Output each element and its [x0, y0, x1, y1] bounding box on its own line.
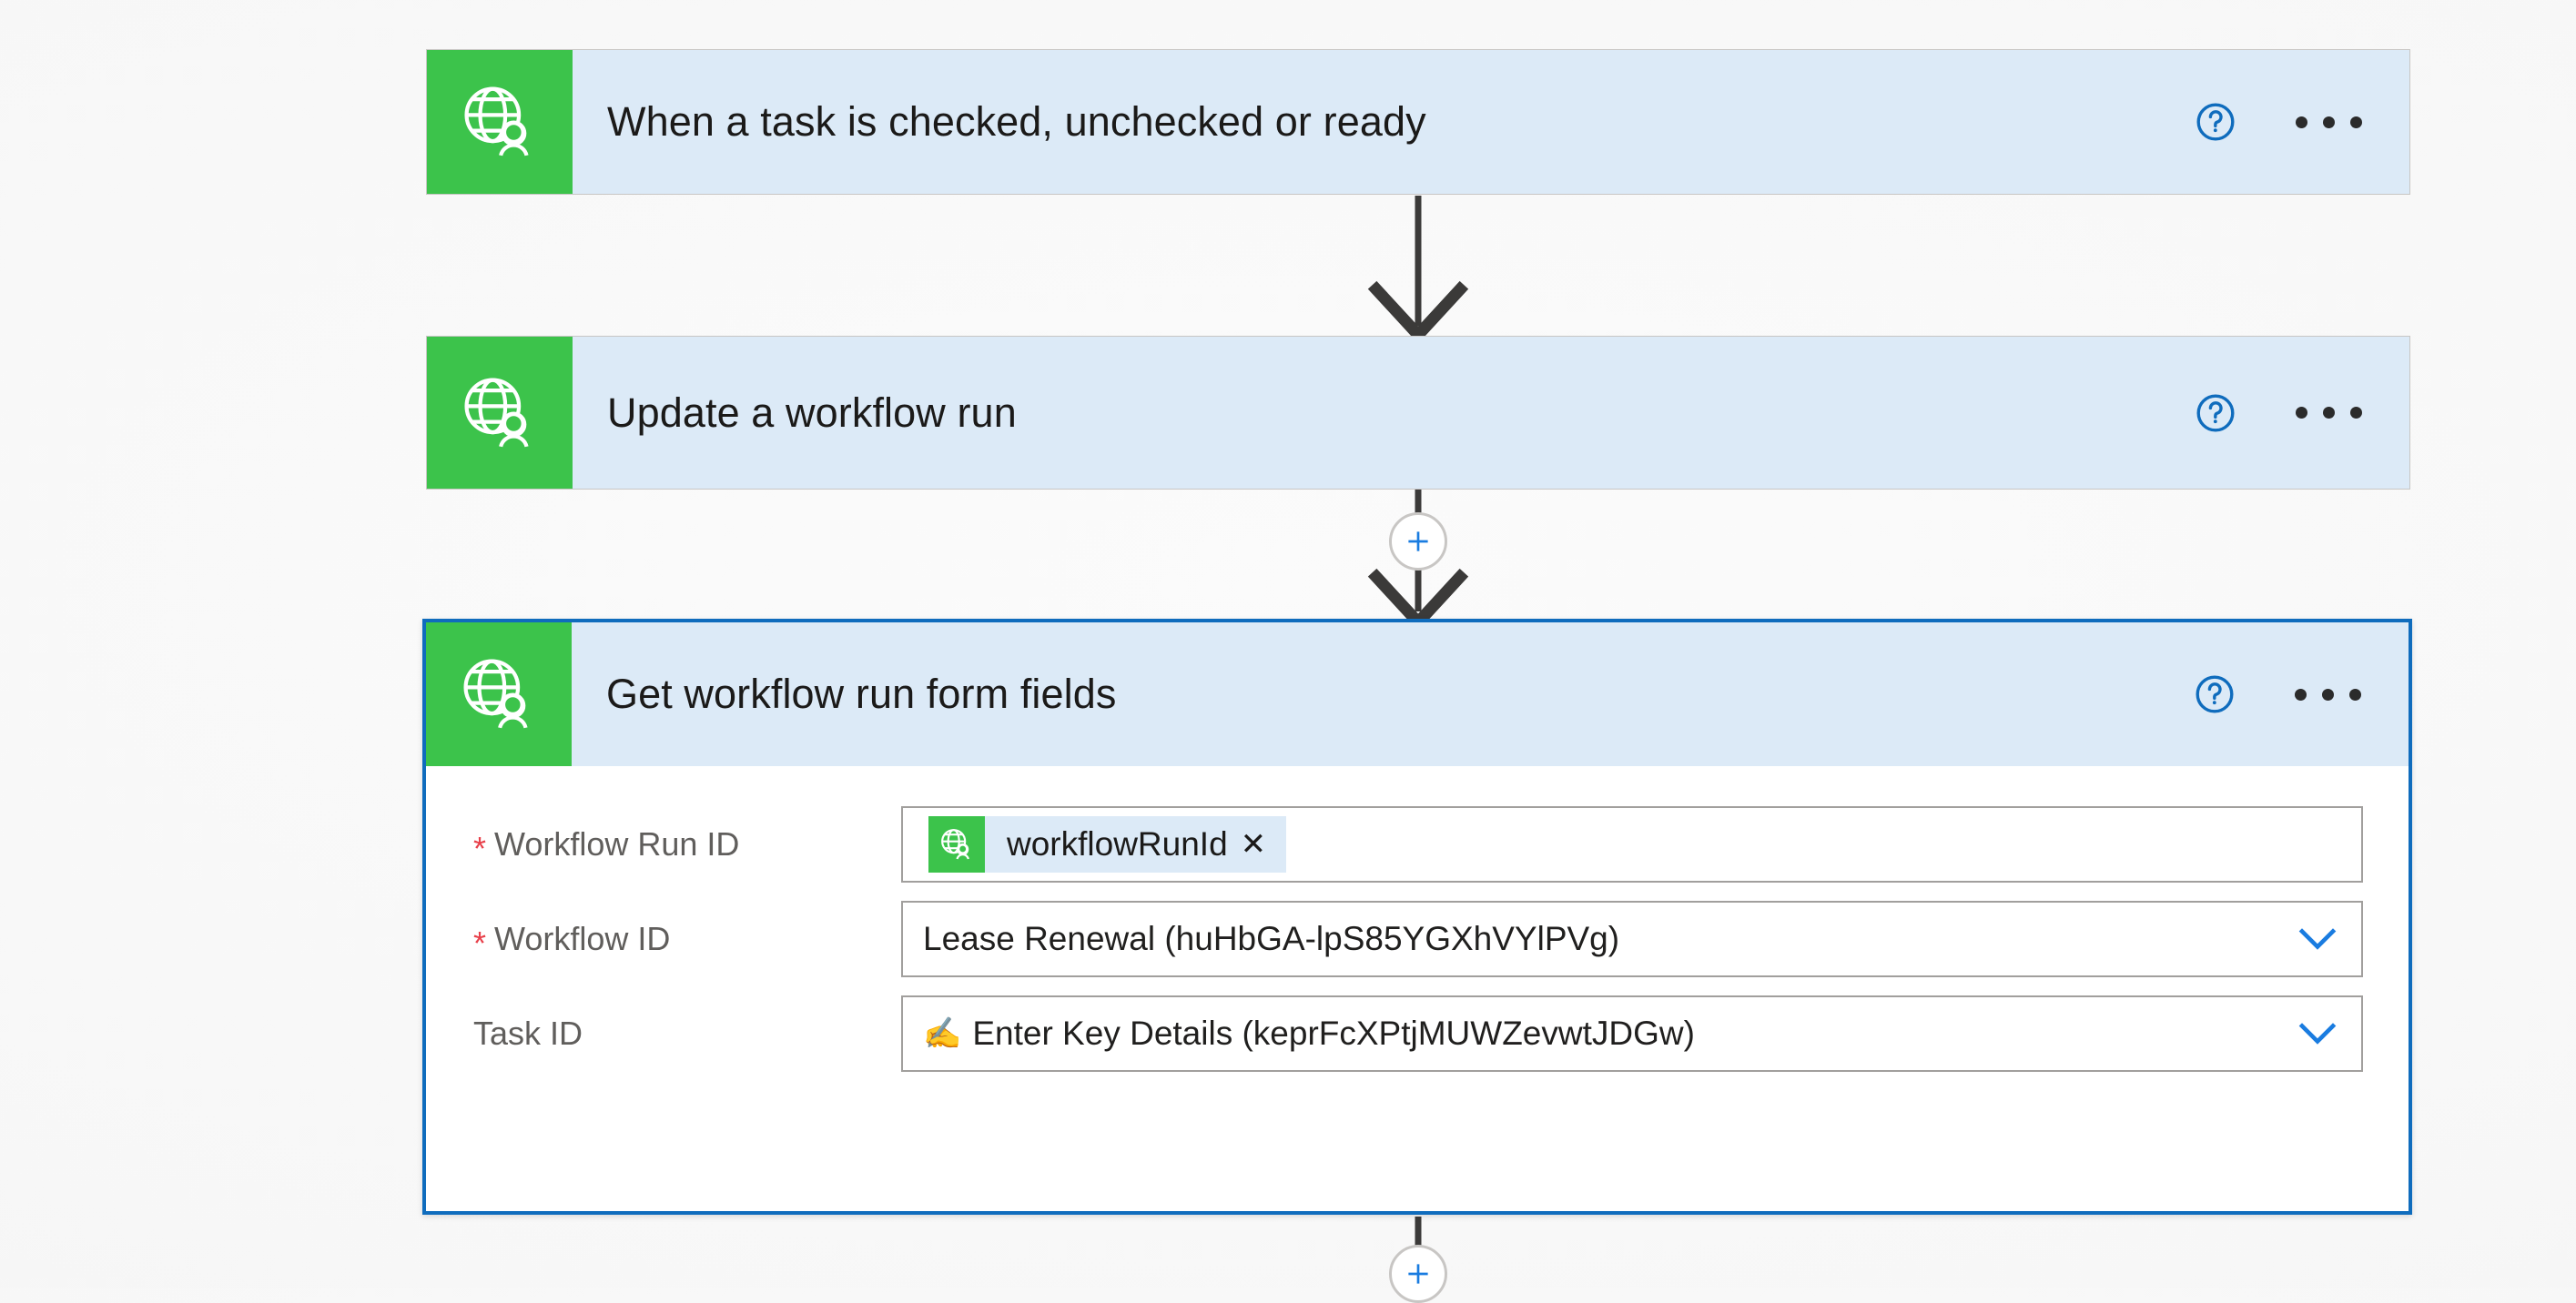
dot: [2296, 116, 2307, 128]
dot: [2350, 116, 2362, 128]
writing-hand-icon: ✍: [923, 1016, 962, 1051]
card-header: Get workflow run form fields: [426, 622, 2409, 766]
task-id-dropdown[interactable]: ✍ Enter Key Details (keprFcXPtjMUWZevwtJ…: [901, 995, 2363, 1072]
label-text: Workflow ID: [494, 920, 671, 957]
card-header-actions: [2193, 622, 2409, 766]
close-icon[interactable]: ✕: [1240, 827, 1267, 862]
workflow-id-value: Lease Renewal (huHbGA-lpS85YGXhVYlPVg): [923, 920, 1620, 957]
card-header: Update a workflow run: [427, 337, 2409, 489]
globe-person-icon: [427, 337, 573, 489]
overflow-menu-icon[interactable]: [2290, 104, 2368, 141]
globe-person-icon: [427, 50, 573, 194]
help-icon[interactable]: [2193, 672, 2236, 716]
dot: [2296, 407, 2307, 419]
label-text: Workflow Run ID: [494, 825, 740, 863]
dynamic-content-token[interactable]: workflowRunId ✕: [928, 816, 1287, 873]
required-marker: *: [473, 924, 487, 962]
field-label-workflow-id: * Workflow ID: [473, 920, 901, 962]
required-marker: *: [473, 830, 487, 867]
form-row-workflow-id: * Workflow ID Lease Renewal (huHbGA-lpS8…: [426, 892, 2409, 986]
token-label: workflowRunId: [1007, 825, 1228, 863]
workflow-id-dropdown[interactable]: Lease Renewal (huHbGA-lpS85YGXhVYlPVg): [901, 901, 2363, 977]
dot: [2322, 688, 2334, 701]
form-row-task-id: Task ID ✍ Enter Key Details (keprFcXPtjM…: [426, 986, 2409, 1081]
globe-person-icon: [426, 622, 572, 766]
form-row-workflow-run-id: * Workflow Run ID: [426, 797, 2409, 892]
workflow-run-id-input[interactable]: workflowRunId ✕: [901, 806, 2363, 883]
dot: [2323, 116, 2335, 128]
field-label-task-id: Task ID: [473, 1015, 901, 1053]
dot: [2323, 407, 2335, 419]
card-title: Update a workflow run: [607, 389, 1017, 436]
card-header-actions: [2194, 50, 2409, 194]
globe-person-icon: [928, 816, 985, 873]
field-label-workflow-run-id: * Workflow Run ID: [473, 825, 901, 867]
insert-step-after-update-run[interactable]: [1389, 512, 1447, 571]
help-icon[interactable]: [2194, 391, 2237, 435]
card-header: When a task is checked, unchecked or rea…: [427, 50, 2409, 194]
dot: [2349, 688, 2361, 701]
help-icon[interactable]: [2194, 100, 2237, 144]
chevron-down-icon[interactable]: [2274, 924, 2361, 955]
flow-step-card-get-form-fields[interactable]: Get workflow run form fields: [422, 619, 2412, 1215]
chevron-down-icon[interactable]: [2274, 1018, 2361, 1049]
dot: [2295, 688, 2307, 701]
label-text: Task ID: [473, 1015, 583, 1052]
overflow-menu-icon[interactable]: [2290, 394, 2368, 431]
card-title: Get workflow run form fields: [606, 671, 1117, 717]
flow-step-card-trigger[interactable]: When a task is checked, unchecked or rea…: [426, 49, 2410, 195]
card-header-actions: [2194, 337, 2409, 489]
card-body-form: * Workflow Run ID: [426, 766, 2409, 1211]
task-id-value: Enter Key Details (keprFcXPtjMUWZevwtJDG…: [972, 1015, 1695, 1052]
dot: [2350, 407, 2362, 419]
flow-step-card-update-run[interactable]: Update a workflow run: [426, 336, 2410, 490]
overflow-menu-icon[interactable]: [2289, 676, 2367, 713]
card-title: When a task is checked, unchecked or rea…: [607, 98, 1426, 145]
insert-step-after-get-form-fields[interactable]: [1389, 1245, 1447, 1303]
